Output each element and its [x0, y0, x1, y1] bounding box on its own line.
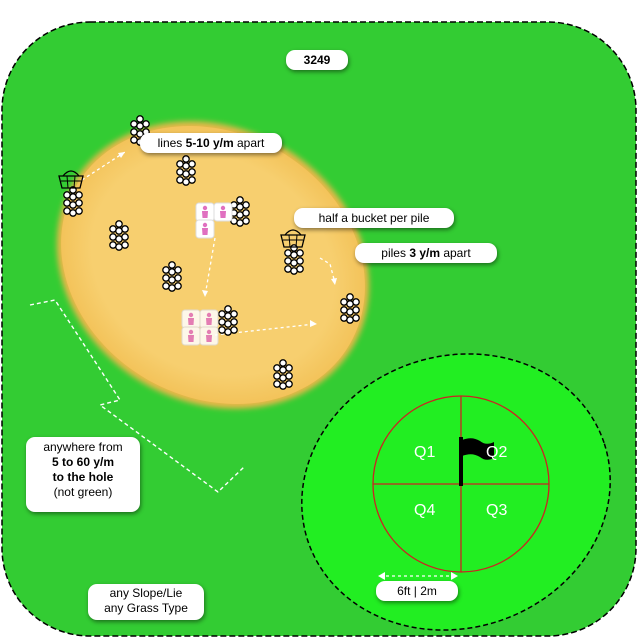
- ball-pile-icon: [284, 244, 304, 275]
- quadrant-q3-label: Q3: [486, 502, 508, 519]
- ball-pile-icon: [63, 186, 83, 217]
- ball-pile-icon: [109, 220, 129, 251]
- ball-pile-icon: [176, 155, 196, 186]
- person-icon: [181, 309, 201, 329]
- hitting-area-outline: [29, 299, 246, 493]
- quadrant-q1-label: Q1: [414, 444, 436, 461]
- ball-pile-icon: [340, 293, 360, 324]
- slope-grass-label: any Slope/Lie any Grass Type: [88, 584, 204, 620]
- scale-arrow: [378, 572, 458, 580]
- id-badge: 3249: [286, 50, 348, 70]
- person-icon: [181, 326, 201, 346]
- person-icon: [199, 326, 219, 346]
- scale-label: 6ft | 2m: [376, 581, 458, 601]
- person-icon: [195, 202, 215, 222]
- quadrant-q4-label: Q4: [414, 502, 436, 519]
- piles-spacing-label: piles 3 y/m apart: [355, 243, 497, 263]
- ball-pile-icon: [218, 305, 238, 336]
- bucket-per-pile-label: half a bucket per pile: [294, 208, 454, 228]
- lines-spacing-label: lines 5-10 y/m apart: [140, 133, 282, 153]
- person-icon: [213, 202, 233, 222]
- ball-pile-icon: [230, 196, 250, 227]
- ball-pile-icon: [162, 261, 182, 292]
- arrow-heads: [118, 152, 337, 327]
- direction-arrows: [81, 151, 336, 336]
- quadrant-q2-label: Q2: [486, 444, 508, 461]
- ball-pile-icon: [273, 359, 293, 390]
- putting-green: [301, 353, 611, 631]
- distance-range-label: anywhere from 5 to 60 y/m to the hole (n…: [26, 437, 140, 512]
- person-icon: [199, 309, 219, 329]
- person-icon: [195, 219, 215, 239]
- practice-sand-area: [61, 126, 365, 404]
- flag-icon: [459, 437, 494, 486]
